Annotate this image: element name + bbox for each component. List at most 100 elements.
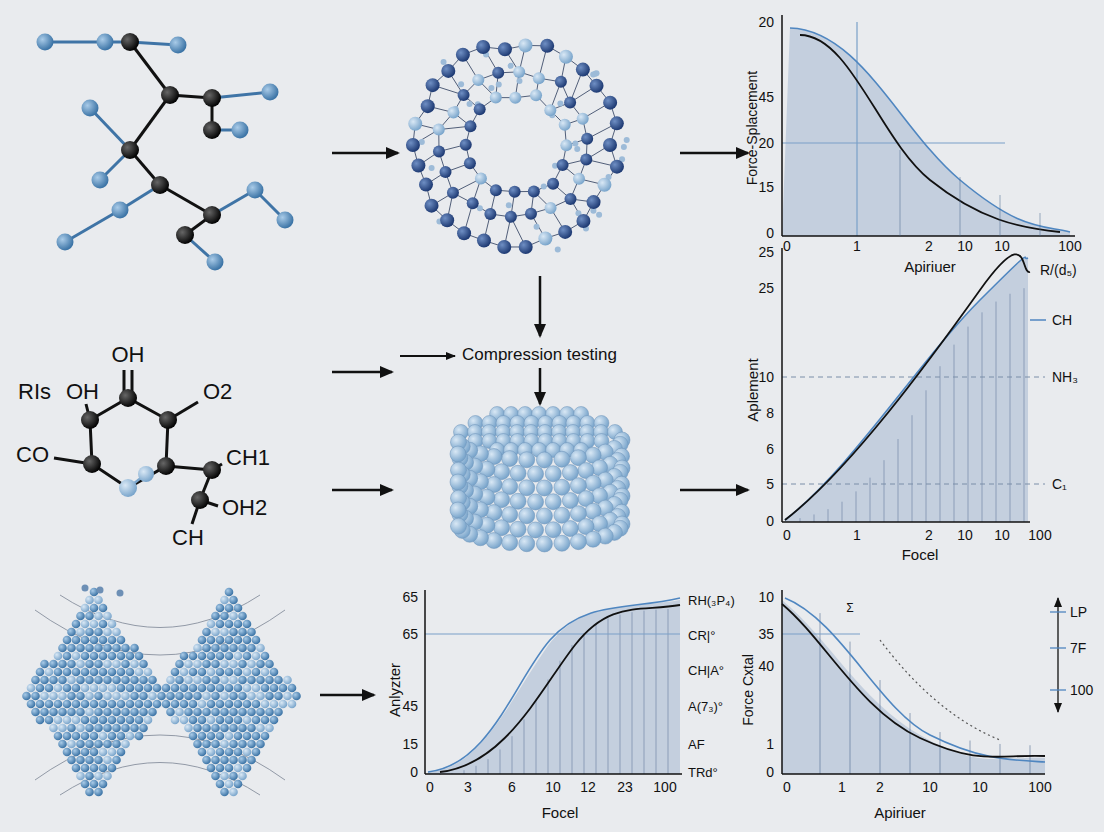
lattice-atom [67, 676, 76, 685]
atom [247, 182, 264, 199]
bead [597, 178, 611, 192]
flow-arrow [680, 152, 748, 155]
lattice-atom [94, 628, 103, 637]
lattice-atom [283, 692, 292, 701]
small-bead [496, 82, 502, 88]
lattice-atom [229, 740, 238, 749]
lattice-atom [252, 652, 261, 661]
lattice-atom [112, 708, 121, 717]
lattice-atom [94, 660, 103, 669]
lattice-atom [72, 748, 81, 757]
lattice-atom [148, 692, 157, 701]
bead [421, 99, 435, 113]
sphere [519, 536, 535, 552]
lattice-atom [220, 644, 229, 653]
lattice-atom [220, 756, 229, 765]
lattice-atom [36, 668, 45, 677]
flow-arrow [332, 489, 392, 492]
lattice-atom [117, 732, 126, 741]
lattice-atom [292, 692, 301, 701]
lattice-atom [58, 676, 67, 685]
lattice-atom [144, 668, 153, 677]
lattice-atom [121, 644, 130, 653]
bead [519, 240, 533, 254]
lattice-atom [139, 692, 148, 701]
bead [456, 48, 470, 62]
lattice-atom [112, 724, 121, 733]
lattice-atom [112, 756, 121, 765]
lattice-atom [225, 716, 234, 725]
lattice-atom [189, 668, 198, 677]
lattice-atom [135, 668, 144, 677]
lattice-atom [184, 724, 193, 733]
chart-4 [782, 590, 1066, 774]
lattice-atom [130, 644, 139, 653]
bead [505, 211, 517, 223]
tick-label: 10 [758, 370, 774, 384]
lattice-atom [207, 668, 216, 677]
lattice-atom [36, 716, 45, 725]
tick-label: 2 [925, 239, 933, 253]
lattice-atom [225, 700, 234, 709]
lattice-atom [54, 652, 63, 661]
lattice-atom [22, 692, 31, 701]
tick-label: 0 [426, 780, 434, 794]
lattice-atom [90, 716, 99, 725]
drop-line [898, 439, 899, 522]
curve [785, 598, 1045, 762]
lattice-atom [229, 788, 238, 797]
lattice-atom [108, 732, 117, 741]
lattice-atom [175, 692, 184, 701]
lattice-atom [108, 620, 117, 629]
lattice-atom [94, 756, 103, 765]
lattice-atom [243, 684, 252, 693]
tick-label: 6 [766, 442, 774, 456]
series-label: CH [1052, 313, 1072, 327]
lattice-atom [247, 644, 256, 653]
lattice-atom [265, 660, 274, 669]
lattice-atom [238, 740, 247, 749]
lattice-atom [238, 756, 247, 765]
lattice-atom [256, 644, 265, 653]
bead [433, 146, 445, 158]
lattice-atom [112, 644, 121, 653]
lattice-atom [121, 740, 130, 749]
axis-line [782, 521, 1030, 523]
lattice-atom [81, 620, 90, 629]
lattice-atom [135, 732, 144, 741]
lattice-atom [225, 636, 234, 645]
lattice-atom [229, 644, 238, 653]
small-bead [441, 59, 447, 65]
lattice-atom [198, 684, 207, 693]
area-fill [782, 28, 1070, 236]
tick-label: 1 [838, 780, 846, 794]
lattice-atom [76, 740, 85, 749]
lattice-atom [211, 724, 220, 733]
lattice-atom [112, 628, 121, 637]
lattice-atom [81, 604, 90, 613]
lattice-atom [207, 748, 216, 757]
lattice-atom [121, 692, 130, 701]
lattice-atom [229, 708, 238, 717]
lattice-atom [229, 756, 238, 765]
lattice-atom [184, 676, 193, 685]
lattice-atom [256, 724, 265, 733]
axis-title: Anlyzter [387, 663, 402, 717]
lattice-atom [207, 700, 216, 709]
lattice-atom [247, 676, 256, 685]
lattice-atom [139, 676, 148, 685]
lattice-atom [121, 660, 130, 669]
lattice-atom [72, 716, 81, 725]
curve [785, 254, 1030, 520]
sphere [545, 466, 561, 482]
bead [440, 166, 452, 178]
lattice-atom [76, 660, 85, 669]
atom [203, 89, 221, 107]
sphere [519, 508, 535, 524]
curve [782, 604, 1045, 757]
tick-label: 25 [758, 281, 774, 295]
lattice-atom [234, 620, 243, 629]
small-bead [516, 78, 522, 84]
lattice-atom [117, 590, 124, 597]
axis-line [781, 590, 783, 774]
